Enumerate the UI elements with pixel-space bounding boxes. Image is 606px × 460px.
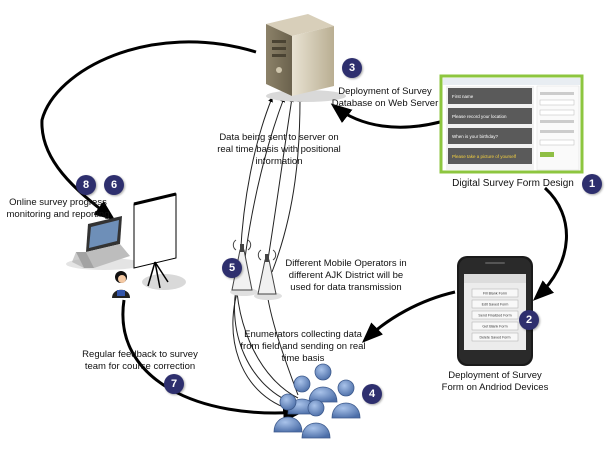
form-field-1 bbox=[448, 88, 532, 104]
enumerator-figure bbox=[308, 363, 338, 403]
label-form-design: Digital Survey Form Design bbox=[452, 178, 574, 189]
android-phone-icon: Fill Blank Form Edit Saved Form Send Fin… bbox=[457, 256, 533, 366]
arrow-phone-to-enumerators bbox=[361, 290, 456, 343]
monitoring-person-icon bbox=[112, 271, 130, 298]
step-badge-4: 4 bbox=[362, 384, 382, 404]
web-server-icon bbox=[266, 14, 346, 102]
step-badge-6: 6 bbox=[104, 175, 124, 195]
step-badge-1: 1 bbox=[582, 174, 602, 194]
label-mobile-operators: Different Mobile Operators in different … bbox=[285, 258, 407, 293]
label-deployment-android: Deployment of Survey Form on Andriod Dev… bbox=[441, 370, 549, 393]
label-feedback: Regular feedback to survey team for cour… bbox=[82, 349, 198, 372]
enumerator-figure bbox=[273, 393, 303, 433]
phone-button-3-label: Send Finalized Form bbox=[478, 314, 511, 318]
arrow-form-to-phone bbox=[532, 186, 568, 301]
form-field-2-label: Please record your location bbox=[452, 114, 507, 119]
label-enumerators: Enumerators collecting data from field a… bbox=[240, 329, 366, 364]
step-badge-7: 7 bbox=[164, 374, 184, 394]
laptop-icon bbox=[66, 216, 142, 270]
survey-form-screenshot: First name Please record your location W… bbox=[439, 74, 584, 174]
arrow-server-to-monitoring bbox=[40, 40, 257, 221]
phone-button-2-label: Edit Saved Form bbox=[482, 303, 509, 307]
label-online-monitoring: Online survey progress monitoring and re… bbox=[6, 197, 110, 220]
phone-button-1-label: Fill Blank Form bbox=[483, 292, 507, 296]
phone-button-2 bbox=[471, 299, 519, 309]
form-field-3 bbox=[448, 128, 532, 144]
form-field-2 bbox=[448, 108, 532, 124]
form-field-4-label: Please take a picture of yourself bbox=[452, 154, 517, 159]
phone-button-4-label: Get Blank Form bbox=[482, 325, 507, 329]
form-field-3-label: When is your birthday? bbox=[452, 134, 499, 139]
step-badge-3: 3 bbox=[342, 58, 362, 78]
label-deployment-db: Deployment of Survey Database on Web Ser… bbox=[331, 86, 439, 109]
enumerator-figure bbox=[331, 379, 361, 419]
enumerators-group-icon bbox=[273, 363, 361, 439]
phone-button-4 bbox=[471, 321, 519, 331]
step-badge-5: 5 bbox=[222, 258, 242, 278]
arrow-form-to-server bbox=[330, 103, 441, 129]
mobile-tower-icons bbox=[230, 239, 282, 300]
enumerator-figure bbox=[301, 399, 331, 439]
projector-screen-icon bbox=[133, 192, 186, 290]
phone-button-1 bbox=[471, 288, 519, 298]
phone-button-3 bbox=[471, 310, 519, 320]
phone-button-5-label: Delete Saved Form bbox=[480, 336, 511, 340]
label-data-sent: Data being sent to server on real time b… bbox=[217, 132, 341, 167]
phone-button-5 bbox=[471, 332, 519, 342]
step-badge-2: 2 bbox=[519, 310, 539, 330]
step-badge-8: 8 bbox=[76, 175, 96, 195]
form-field-4 bbox=[448, 148, 532, 164]
form-field-1-label: First name bbox=[452, 94, 474, 99]
